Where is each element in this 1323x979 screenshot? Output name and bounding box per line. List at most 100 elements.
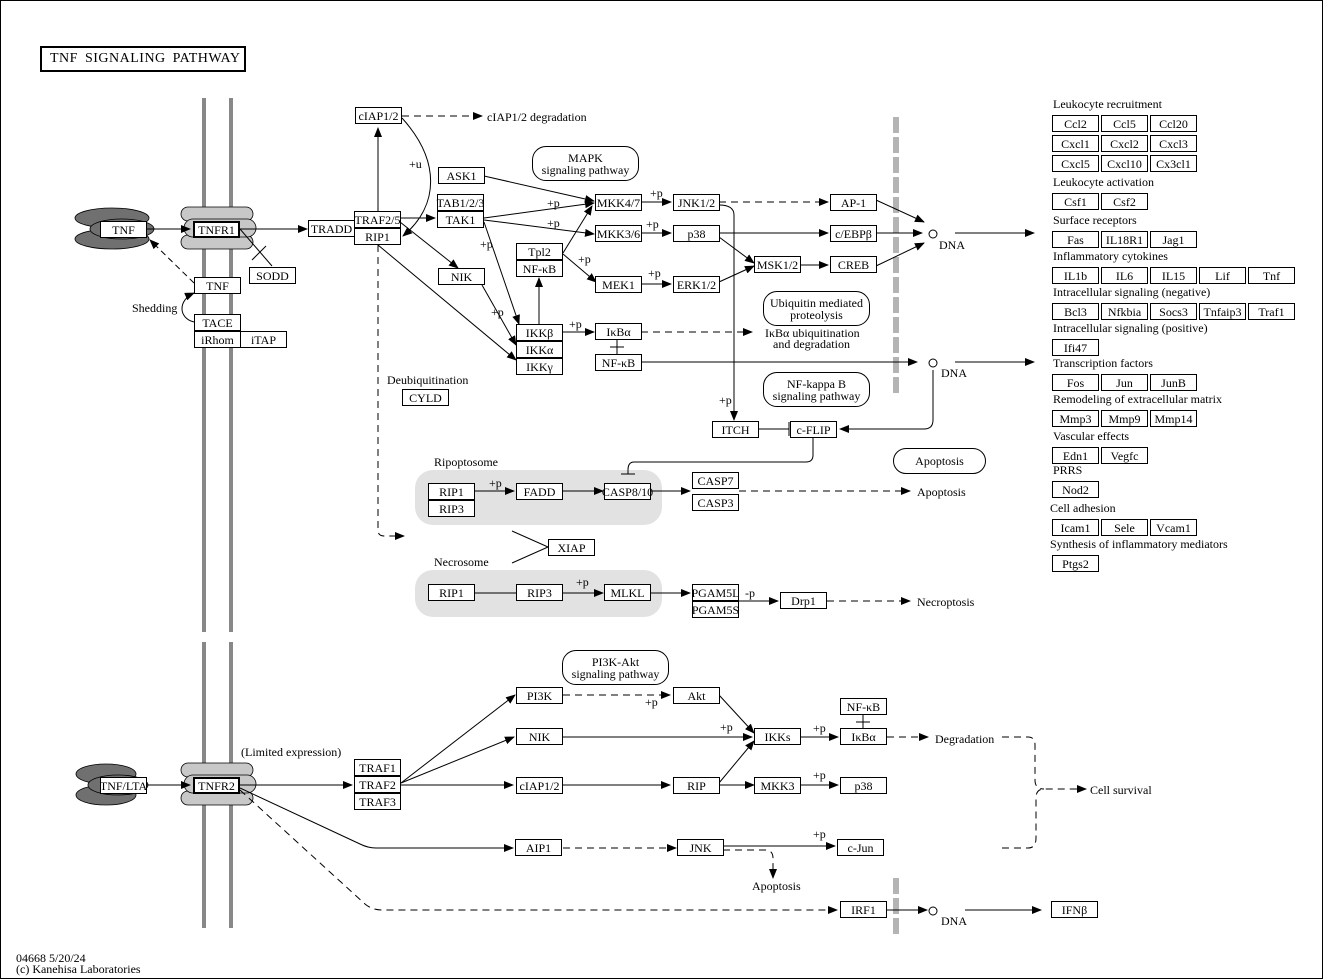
node-aip1[interactable]: AIP1 bbox=[515, 839, 562, 856]
node-casp810[interactable]: CASP8/10 bbox=[601, 483, 654, 500]
output-gene-ccl5[interactable]: Ccl5 bbox=[1101, 115, 1148, 132]
node-nfkb[interactable]: NF-κB bbox=[516, 260, 563, 277]
output-gene-il1b[interactable]: IL1b bbox=[1052, 267, 1099, 284]
node-pi3k[interactable]: PI3K bbox=[516, 687, 563, 704]
output-gene-fos[interactable]: Fos bbox=[1052, 374, 1099, 391]
output-gene-ifi47[interactable]: Ifi47 bbox=[1052, 339, 1099, 356]
node-jnk12[interactable]: JNK1/2 bbox=[673, 194, 720, 211]
output-gene-mmp3[interactable]: Mmp3 bbox=[1052, 410, 1099, 427]
node-ciap12-bottom[interactable]: cIAP1/2 bbox=[516, 777, 563, 794]
node-rip3-necrosome[interactable]: RIP3 bbox=[516, 584, 563, 601]
node-mkk3[interactable]: MKK3 bbox=[754, 777, 801, 794]
output-gene-bcl3[interactable]: Bcl3 bbox=[1052, 303, 1099, 320]
node-tnfr1[interactable]: TNFR1 bbox=[193, 221, 240, 238]
node-rip1[interactable]: RIP1 bbox=[354, 228, 401, 245]
output-gene-cxcl3[interactable]: Cxcl3 bbox=[1150, 135, 1197, 152]
output-gene-vegfc[interactable]: Vegfc bbox=[1101, 447, 1148, 464]
node-mlkl[interactable]: MLKL bbox=[604, 584, 651, 601]
node-ikba-bottom[interactable]: IκBα bbox=[840, 728, 887, 745]
node-casp7[interactable]: CASP7 bbox=[692, 472, 739, 489]
output-gene-vcam1[interactable]: Vcam1 bbox=[1150, 519, 1197, 536]
output-gene-ptgs2[interactable]: Ptgs2 bbox=[1052, 555, 1099, 572]
map-nfkappab-signaling[interactable]: NF-kappa B signaling pathway bbox=[763, 372, 870, 407]
output-gene-traf1[interactable]: Traf1 bbox=[1248, 303, 1295, 320]
node-ikks[interactable]: IKKs bbox=[754, 728, 801, 745]
node-traf3[interactable]: TRAF3 bbox=[354, 793, 401, 810]
node-irf1[interactable]: IRF1 bbox=[840, 901, 887, 918]
node-cjun[interactable]: c-Jun bbox=[837, 839, 884, 856]
output-gene-icam1[interactable]: Icam1 bbox=[1052, 519, 1099, 536]
map-pi3k-akt-signaling[interactable]: PI3K-Akt signaling pathway bbox=[562, 650, 669, 685]
node-tradd[interactable]: TRADD bbox=[308, 220, 355, 237]
node-itap[interactable]: iTAP bbox=[240, 331, 287, 348]
output-gene-mmp9[interactable]: Mmp9 bbox=[1101, 410, 1148, 427]
node-tace[interactable]: TACE bbox=[194, 314, 241, 331]
node-mkk36[interactable]: MKK3/6 bbox=[595, 225, 642, 242]
node-erk12[interactable]: ERK1/2 bbox=[673, 276, 720, 293]
node-ikkg[interactable]: IKKγ bbox=[516, 358, 563, 375]
output-gene-nod2[interactable]: Nod2 bbox=[1052, 481, 1099, 498]
output-gene-cx3cl1[interactable]: Cx3cl1 bbox=[1150, 155, 1197, 172]
node-cebpb[interactable]: c/EBPβ bbox=[830, 225, 877, 242]
node-casp3[interactable]: CASP3 bbox=[692, 494, 739, 511]
output-gene-jun[interactable]: Jun bbox=[1101, 374, 1148, 391]
map-ubiquitin-proteolysis[interactable]: Ubiquitin mediated proteolysis bbox=[763, 291, 870, 326]
node-ikba[interactable]: IκBα bbox=[595, 323, 642, 340]
node-xiap[interactable]: XIAP bbox=[548, 539, 595, 556]
output-gene-il15[interactable]: IL15 bbox=[1150, 267, 1197, 284]
map-mapk-signaling[interactable]: MAPK signaling pathway bbox=[532, 146, 639, 181]
output-gene-mmp14[interactable]: Mmp14 bbox=[1150, 410, 1197, 427]
map-apoptosis[interactable]: Apoptosis bbox=[893, 448, 986, 474]
output-gene-il6[interactable]: IL6 bbox=[1101, 267, 1148, 284]
node-msk12[interactable]: MSK1/2 bbox=[754, 256, 801, 273]
node-tpl2[interactable]: Tpl2 bbox=[516, 243, 563, 260]
node-rip3-ripoptosome[interactable]: RIP3 bbox=[428, 500, 475, 517]
node-cyld[interactable]: CYLD bbox=[402, 389, 449, 406]
node-rip1-necrosome[interactable]: RIP1 bbox=[428, 584, 475, 601]
output-gene-cxcl10[interactable]: Cxcl10 bbox=[1101, 155, 1148, 172]
node-akt[interactable]: Akt bbox=[673, 687, 720, 704]
output-gene-tnf[interactable]: Tnf bbox=[1248, 267, 1295, 284]
node-ciap12[interactable]: cIAP1/2 bbox=[355, 107, 402, 124]
output-gene-csf2[interactable]: Csf2 bbox=[1101, 193, 1148, 210]
node-jnk[interactable]: JNK bbox=[677, 839, 724, 856]
output-gene-cxcl1[interactable]: Cxcl1 bbox=[1052, 135, 1099, 152]
node-creb[interactable]: CREB bbox=[830, 256, 877, 273]
node-fadd[interactable]: FADD bbox=[516, 483, 563, 500]
node-drp1[interactable]: Drp1 bbox=[780, 592, 827, 609]
node-cflip[interactable]: c-FLIP bbox=[790, 421, 837, 438]
node-tak1[interactable]: TAK1 bbox=[437, 211, 484, 228]
node-ifnb[interactable]: IFNβ bbox=[1051, 901, 1098, 918]
output-gene-edn1[interactable]: Edn1 bbox=[1052, 447, 1099, 464]
output-gene-ccl2[interactable]: Ccl2 bbox=[1052, 115, 1099, 132]
node-nfkb[interactable]: NF-κB bbox=[595, 354, 642, 371]
output-gene-cxcl5[interactable]: Cxcl5 bbox=[1052, 155, 1099, 172]
node-mek1[interactable]: MEK1 bbox=[595, 276, 642, 293]
node-tnflta[interactable]: TNF/LTA bbox=[99, 777, 148, 794]
node-ap1[interactable]: AP-1 bbox=[830, 194, 877, 211]
node-sodd[interactable]: SODD bbox=[249, 267, 296, 284]
node-ikka[interactable]: IKKα bbox=[516, 341, 563, 358]
output-gene-fas[interactable]: Fas bbox=[1052, 231, 1099, 248]
node-ikkb[interactable]: IKKβ bbox=[516, 324, 563, 341]
node-traf2[interactable]: TRAF2 bbox=[354, 776, 401, 793]
node-pgam5s[interactable]: PGAM5S bbox=[691, 601, 740, 618]
node-nik[interactable]: NIK bbox=[438, 268, 485, 285]
node-tnfr2[interactable]: TNFR2 bbox=[193, 777, 240, 794]
node-nik-bottom[interactable]: NIK bbox=[516, 728, 563, 745]
node-traf1[interactable]: TRAF1 bbox=[354, 759, 401, 776]
node-tnf-ligand[interactable]: TNF bbox=[100, 221, 147, 238]
output-gene-csf1[interactable]: Csf1 bbox=[1052, 193, 1099, 210]
node-irhom[interactable]: iRhom bbox=[194, 331, 241, 348]
output-gene-lif[interactable]: Lif bbox=[1199, 267, 1246, 284]
output-gene-ccl20[interactable]: Ccl20 bbox=[1150, 115, 1197, 132]
output-gene-cxcl2[interactable]: Cxcl2 bbox=[1101, 135, 1148, 152]
output-gene-junb[interactable]: JunB bbox=[1150, 374, 1197, 391]
output-gene-nfkbia[interactable]: Nfkbia bbox=[1101, 303, 1148, 320]
node-rip[interactable]: RIP bbox=[673, 777, 720, 794]
output-gene-socs3[interactable]: Socs3 bbox=[1150, 303, 1197, 320]
node-tnf-membrane[interactable]: TNF bbox=[194, 277, 241, 294]
node-tab123[interactable]: TAB1/2/3 bbox=[436, 194, 485, 211]
output-gene-sele[interactable]: Sele bbox=[1101, 519, 1148, 536]
node-ask1[interactable]: ASK1 bbox=[438, 167, 485, 184]
